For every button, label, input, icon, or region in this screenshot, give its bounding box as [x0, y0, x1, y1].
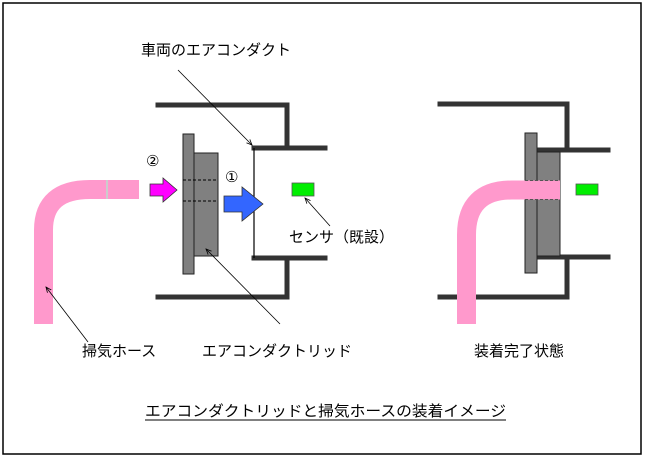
- sensor-before: [291, 182, 315, 197]
- sensor-installed: [575, 183, 599, 196]
- arrow-step2-icon: [149, 177, 178, 203]
- arrow-step1-icon: [223, 186, 264, 222]
- diagram-caption: エアコンダクトリッドと掃気ホースの装着イメージ: [145, 402, 506, 420]
- vehicle-duct-label: 車両のエアコンダクト: [141, 41, 291, 59]
- installed-label: 装着完了状態: [474, 342, 564, 360]
- step2-label: ②: [146, 152, 159, 170]
- duct-before: [155, 102, 328, 300]
- duct-lid-before: [182, 133, 219, 275]
- leader-line: [46, 287, 89, 343]
- leader-line: [206, 249, 281, 325]
- leader-line: [177, 69, 252, 145]
- hose-before: [34, 180, 139, 324]
- sensor-label: センサ（既設）: [289, 228, 394, 246]
- hose-label: 掃気ホース: [82, 342, 156, 360]
- duct-installed: [437, 101, 611, 300]
- hose-installed: [457, 180, 560, 324]
- step1-label: ①: [225, 168, 238, 186]
- leader-line: [305, 198, 331, 227]
- lid-label: エアコンダクトリッド: [202, 342, 352, 360]
- duct-lid-installed: [524, 132, 561, 274]
